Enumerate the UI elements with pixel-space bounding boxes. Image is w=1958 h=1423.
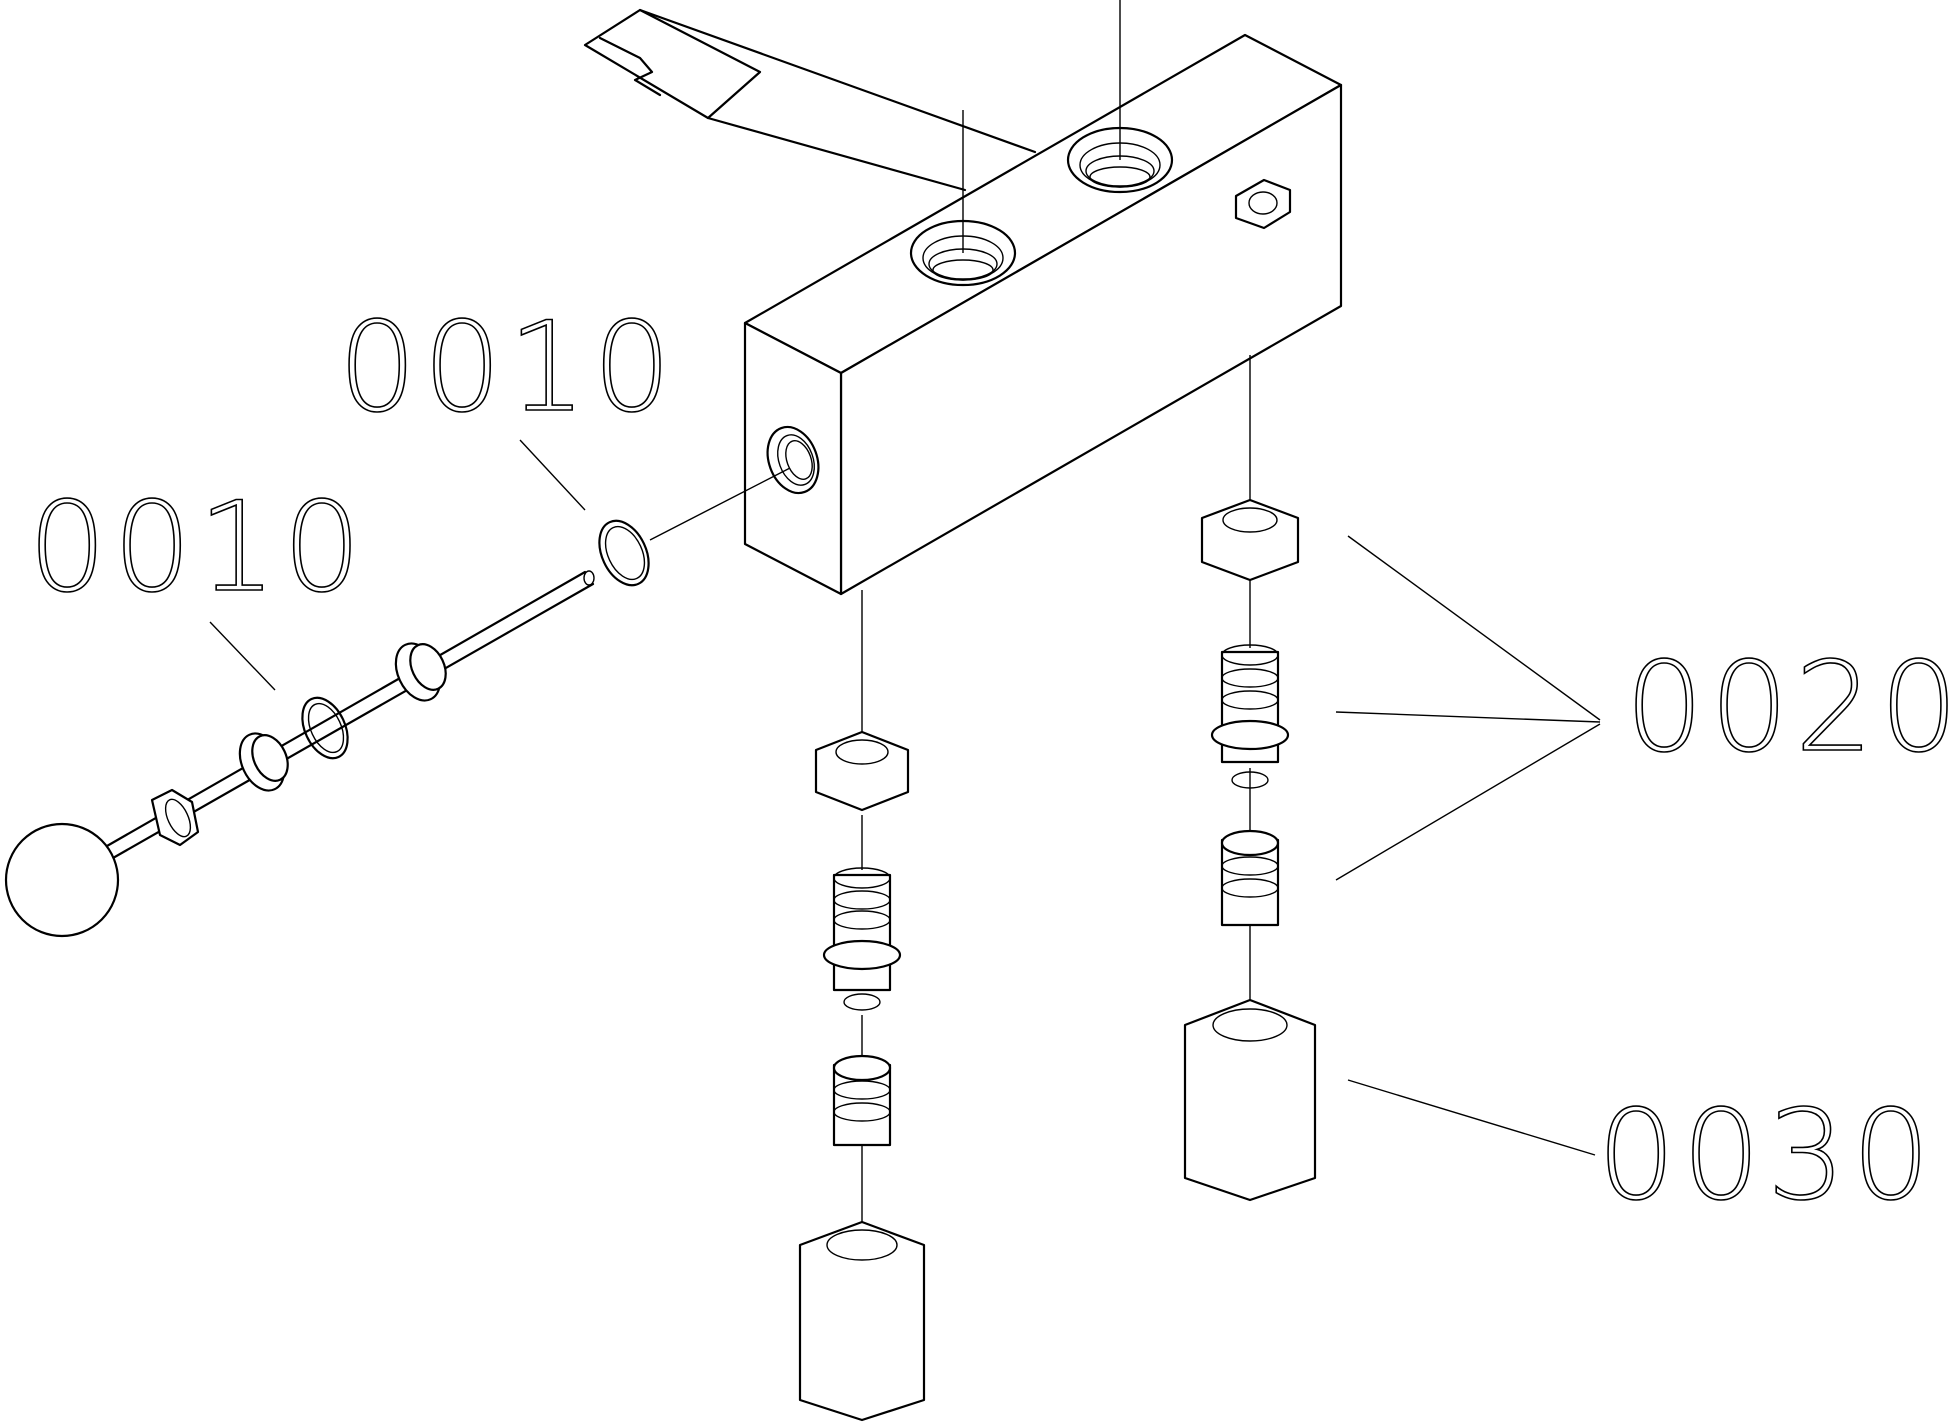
threaded-nipple-left — [822, 867, 902, 1011]
sleeve-left — [832, 1054, 892, 1147]
callout-0010-left: 0010 — [28, 476, 368, 620]
hex-nut-left — [814, 730, 910, 812]
separate-oring — [598, 519, 650, 587]
coupling-nut-right — [1183, 998, 1317, 1202]
center-lines — [649, 0, 1251, 1225]
stem-collar-2 — [394, 642, 447, 702]
small-hex-nut — [1234, 178, 1292, 230]
sleeve-right — [1220, 829, 1280, 927]
coupling-nut-left — [798, 1220, 926, 1422]
fitting-stack-left — [798, 730, 926, 1422]
fitting-stack-right — [1183, 498, 1317, 1202]
callout-0010-top: 0010 — [338, 296, 678, 440]
valve-stem-assembly — [4, 519, 650, 938]
ball-handle — [4, 822, 120, 938]
stem-hex-nut — [150, 788, 200, 847]
leader-lines — [209, 439, 1601, 1156]
stem-collar-1 — [238, 732, 289, 792]
side-port — [766, 425, 820, 495]
mounting-plate — [583, 8, 1037, 192]
threaded-nipple-right — [1210, 644, 1290, 789]
manifold-block — [743, 33, 1343, 596]
callout-0020: 0020 — [1625, 636, 1958, 780]
stem-oring — [301, 696, 349, 760]
hex-nut-right — [1200, 498, 1300, 582]
callout-0030: 0030 — [1597, 1084, 1937, 1228]
